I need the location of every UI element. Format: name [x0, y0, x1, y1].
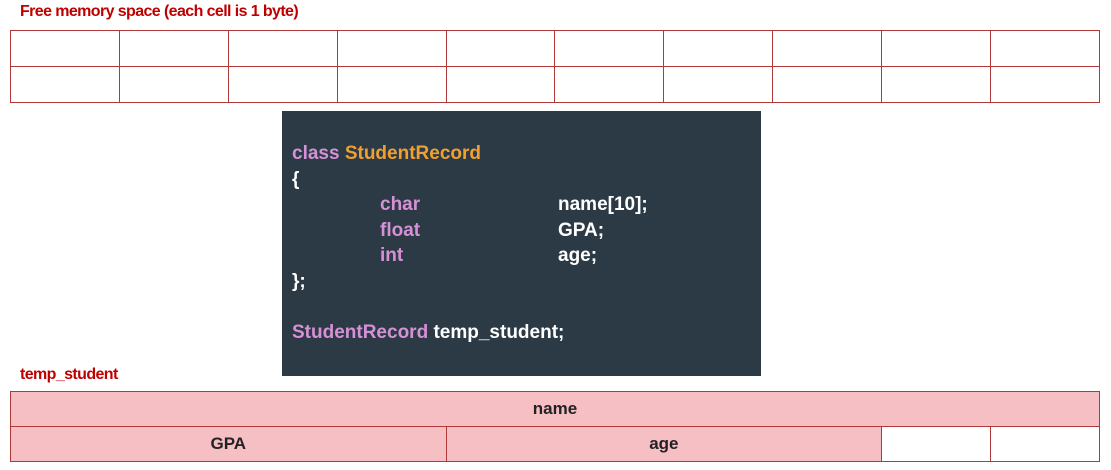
free-memory-grid — [10, 30, 1100, 103]
record-row-name: name — [10, 391, 1100, 427]
memory-cell — [554, 66, 665, 103]
free-memory-row — [10, 66, 1100, 103]
memory-cell — [445, 66, 556, 103]
memory-cell — [663, 66, 774, 103]
member-name: age; — [558, 245, 598, 266]
code-block: class StudentRecord { char name[10]; floa… — [282, 111, 761, 376]
declaration-line: StudentRecord temp_student; — [292, 320, 761, 346]
member-name: name[10]; — [558, 194, 648, 215]
free-memory-row — [10, 30, 1100, 67]
memory-cell — [10, 30, 120, 67]
memory-cell — [445, 30, 556, 67]
member-type: char — [380, 194, 421, 215]
age-field-cell: age — [445, 426, 883, 462]
close-brace: }; — [292, 270, 306, 292]
memory-cell — [554, 30, 665, 67]
memory-cell — [990, 66, 1100, 103]
memory-cell — [336, 30, 447, 67]
padding-cell — [990, 426, 1100, 462]
memory-cell — [663, 30, 774, 67]
memory-cell — [881, 66, 992, 103]
class-name: StudentRecord — [344, 143, 482, 164]
memory-cell — [772, 66, 883, 103]
declaration-name: temp_student; — [433, 321, 565, 343]
record-memory-grid: name GPA age — [10, 391, 1100, 462]
free-memory-title: Free memory space (each cell is 1 byte) — [20, 3, 299, 20]
memory-cell — [772, 30, 883, 67]
code-blank-line — [292, 294, 761, 320]
member-type: float — [380, 219, 421, 241]
memory-cell — [336, 66, 447, 103]
memory-cell — [118, 66, 229, 103]
member-line-gpa: float GPA; — [292, 218, 761, 244]
member-type: int — [380, 245, 404, 266]
class-header-line: class StudentRecord — [292, 141, 761, 167]
memory-cell — [990, 30, 1100, 67]
declaration-type: StudentRecord — [292, 321, 429, 343]
open-brace: { — [292, 168, 300, 190]
memory-cell — [227, 66, 338, 103]
name-field-cell: name — [10, 391, 1100, 427]
memory-cell — [227, 30, 338, 67]
record-row-gpa-age: GPA age — [10, 426, 1100, 462]
memory-cell — [10, 66, 120, 103]
class-keyword: class — [292, 143, 340, 164]
member-line-name: char name[10]; — [292, 192, 761, 218]
gpa-field-cell: GPA — [10, 426, 447, 462]
member-line-age: int age; — [292, 243, 761, 269]
member-name: GPA; — [558, 219, 605, 241]
memory-cell — [118, 30, 229, 67]
record-title: temp_student — [20, 366, 118, 383]
memory-cell — [881, 30, 992, 67]
padding-cell — [881, 426, 992, 462]
